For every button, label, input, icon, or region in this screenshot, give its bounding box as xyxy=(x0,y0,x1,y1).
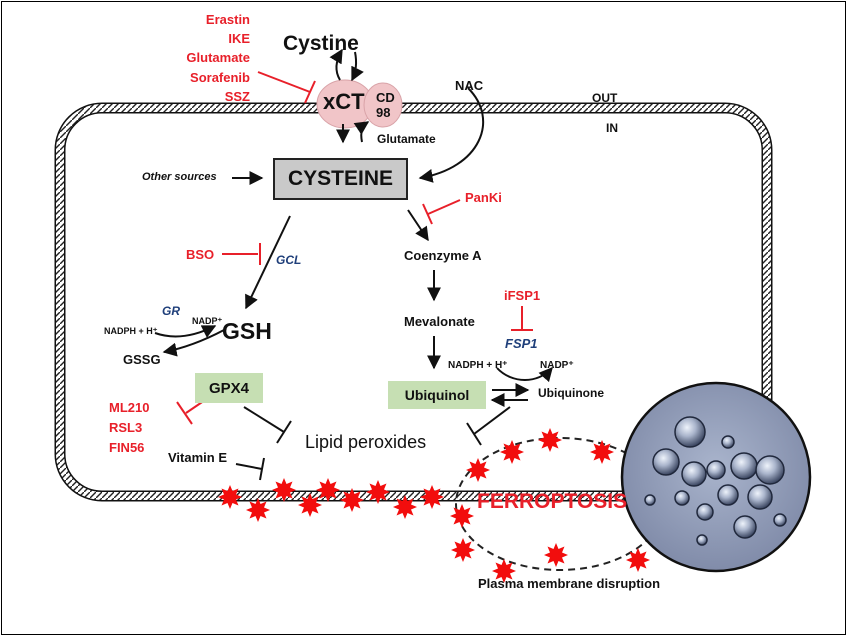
fsp1-cycle xyxy=(496,366,553,383)
other-sources-label: Other sources xyxy=(142,171,217,183)
nadph-left-label: NADPH + H⁺ xyxy=(104,326,158,336)
erastin-label: Erastin xyxy=(205,12,250,27)
red-starburst-icon xyxy=(500,440,524,464)
ifsp1-label: iFSP1 xyxy=(504,288,541,303)
red-starburst-icon xyxy=(538,428,562,452)
gssg-label: GSSG xyxy=(123,352,161,367)
rsl3-label: RSL3 xyxy=(109,420,143,435)
in-label: IN xyxy=(606,121,618,135)
red-starburst-icon xyxy=(451,538,475,562)
ssz-label: SSZ xyxy=(224,89,250,104)
red-starburst-icon xyxy=(626,548,650,572)
cystine-label: Cystine xyxy=(283,32,359,55)
transport-arrows xyxy=(329,48,370,144)
ml210-label: ML210 xyxy=(109,400,150,415)
panki-inhibition xyxy=(422,199,461,225)
gr-label: GR xyxy=(162,304,180,318)
xct-inhibition xyxy=(257,71,316,104)
cell-micrograph-image xyxy=(620,381,812,573)
cd98-label-bottom: 98 xyxy=(376,105,391,120)
nac-arrow xyxy=(418,87,485,183)
ifsp1-inhibition xyxy=(511,306,533,331)
red-starburst-icon xyxy=(466,458,490,482)
glutamate-label: Glutamate xyxy=(377,132,436,146)
red-starburst-icon xyxy=(590,440,614,464)
red-starburst-icon xyxy=(492,559,516,583)
gsh-label: GSH xyxy=(222,318,272,344)
red-starburst-icon xyxy=(340,488,364,512)
gcl-label: GCL xyxy=(276,253,302,267)
red-starburst-icon xyxy=(316,478,340,502)
nadph-right-label: NADPH + H⁺ xyxy=(448,360,508,371)
membrane-disruption-label: Plasma membrane disruption xyxy=(478,576,661,591)
cysteine-label: CYSTEINE xyxy=(287,167,394,190)
gr-cycle xyxy=(154,325,225,357)
red-starburst-icon xyxy=(246,498,270,522)
ubiquinone-label: Ubiquinone xyxy=(538,386,604,400)
red-starburst-icon xyxy=(298,493,322,517)
red-starburst-icon xyxy=(450,504,474,528)
red-starburst-icon xyxy=(366,480,390,504)
gpx4-box: GPX4 xyxy=(195,373,263,403)
red-starburst-icon xyxy=(544,543,568,567)
nadp-left-label: NADP⁺ xyxy=(192,316,223,326)
gcl-arrow xyxy=(245,215,291,310)
starburst-group xyxy=(218,428,650,583)
coa-arrow xyxy=(407,209,429,242)
red-starburst-icon xyxy=(420,485,444,509)
mevalonate-label: Mevalonate xyxy=(404,314,475,329)
bso-inhibition xyxy=(222,243,261,265)
lipid-peroxide-inhibitions xyxy=(235,406,511,481)
cysteine-box: CYSTEINE xyxy=(273,158,408,200)
nac-label: NAC xyxy=(455,78,484,93)
bso-label: BSO xyxy=(186,247,215,262)
red-starburst-icon xyxy=(272,478,296,502)
gpx4-label: GPX4 xyxy=(208,379,250,397)
xct-label: xCT xyxy=(323,89,365,114)
vitamin-e-label: Vitamin E xyxy=(168,450,228,465)
ubiquinol-label: Ubiquinol xyxy=(404,387,470,403)
xct-transporter xyxy=(316,79,403,129)
fin56-label: FIN56 xyxy=(109,440,145,455)
sorafenib-label: Sorafenib xyxy=(190,70,250,85)
coenzyme-a-label: Coenzyme A xyxy=(404,248,482,263)
out-label: OUT xyxy=(592,91,618,105)
cd98-label-top: CD xyxy=(376,90,395,105)
red-starburst-icon xyxy=(218,485,242,509)
red-starburst-icon xyxy=(393,495,417,519)
panki-label: PanKi xyxy=(465,190,502,205)
glutamate-inhibitor-label: Glutamate xyxy=(186,50,250,65)
fsp1-label: FSP1 xyxy=(505,336,538,351)
lipid-peroxides-label: Lipid peroxides xyxy=(305,432,427,452)
ubiquinol-box: Ubiquinol xyxy=(388,381,486,409)
ubiquinone-equilibrium xyxy=(490,383,530,407)
nadp-right-label: NADP⁺ xyxy=(540,360,574,371)
ferroptosis-label: FERROPTOSIS xyxy=(477,490,628,513)
cell-membrane xyxy=(54,102,773,502)
ike-label: IKE xyxy=(228,31,250,46)
